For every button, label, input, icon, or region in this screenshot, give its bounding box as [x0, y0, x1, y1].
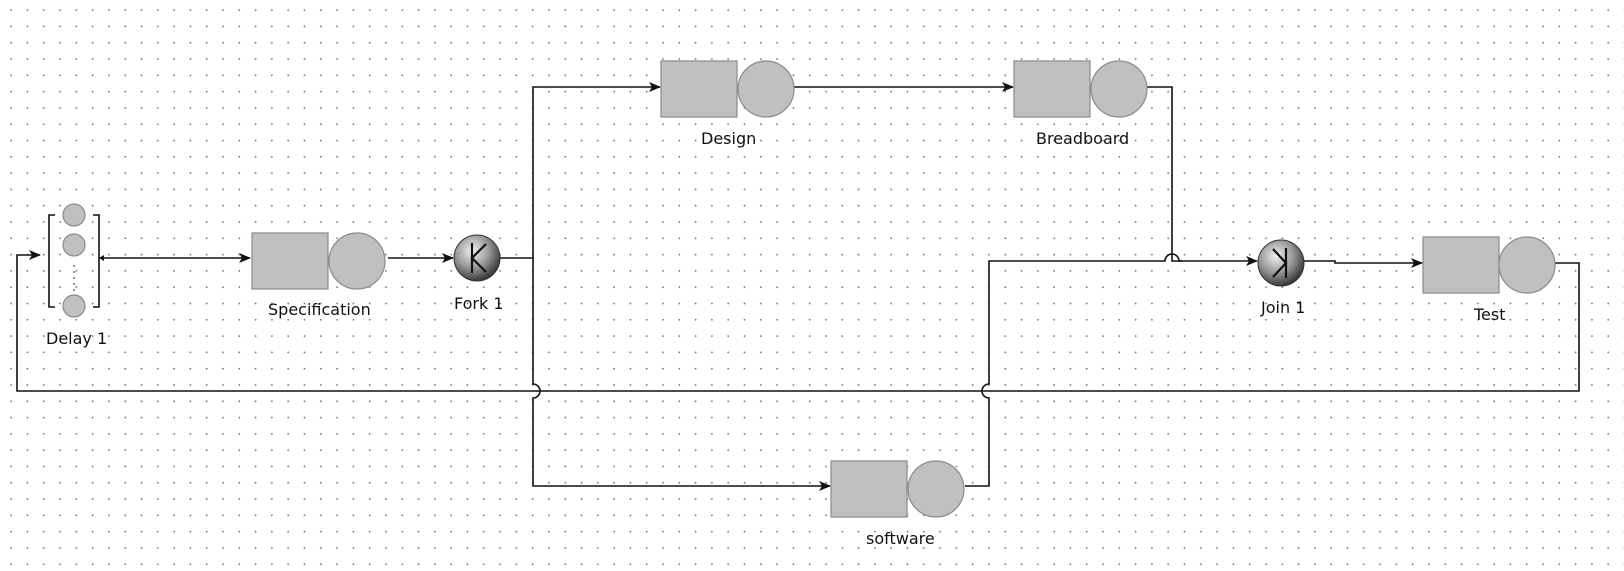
- software-label: software: [866, 529, 935, 548]
- test-label: Test: [1473, 305, 1506, 324]
- breadboard-server: [1090, 60, 1148, 118]
- delay-slot-2: [62, 233, 86, 257]
- edge-fork-software: [532, 258, 831, 491]
- join-glyph: [1272, 248, 1288, 278]
- fork-glyph: [470, 243, 487, 273]
- specification-queue: [251, 232, 329, 290]
- delay-bracket-right: [93, 214, 100, 308]
- design-queue: [660, 60, 738, 118]
- join-node[interactable]: Join 1: [1257, 239, 1305, 317]
- breadboard-label: Breadboard: [1036, 129, 1129, 148]
- fork-node[interactable]: Fork 1: [453, 234, 504, 313]
- design-server: [737, 60, 795, 118]
- delay-node[interactable]: Delay 1: [46, 203, 107, 348]
- edge-breadboard-join: [1147, 86, 1258, 266]
- test-node[interactable]: Test: [1422, 236, 1556, 324]
- fork-icon: [453, 234, 501, 282]
- specification-node[interactable]: Specification: [251, 232, 386, 319]
- edge-software-join: [965, 253, 1182, 487]
- breadboard-queue: [1013, 60, 1091, 118]
- edge-join-test: [1304, 258, 1423, 268]
- delay-slot-1: [62, 203, 86, 227]
- join-icon: [1257, 239, 1305, 287]
- specification-label: Specification: [268, 300, 371, 319]
- edge-test-delay: [16, 250, 1580, 392]
- software-server: [907, 460, 965, 518]
- fork-label: Fork 1: [454, 294, 504, 313]
- design-label: Design: [701, 129, 756, 148]
- test-queue: [1422, 236, 1500, 294]
- breadboard-node[interactable]: Breadboard: [1013, 60, 1148, 148]
- software-queue: [830, 460, 908, 518]
- specification-server: [328, 232, 386, 290]
- connection-wires: [16, 82, 1580, 491]
- software-node[interactable]: software: [830, 460, 965, 548]
- test-server: [1498, 236, 1556, 294]
- delay-bracket-left: [48, 214, 55, 308]
- join-label: Join 1: [1260, 298, 1305, 317]
- design-node[interactable]: Design: [660, 60, 795, 148]
- delay-label: Delay 1: [46, 329, 107, 348]
- edge-fork-design: [500, 82, 661, 259]
- delay-output-tick: [99, 255, 104, 261]
- delay-slot-3: [62, 294, 86, 318]
